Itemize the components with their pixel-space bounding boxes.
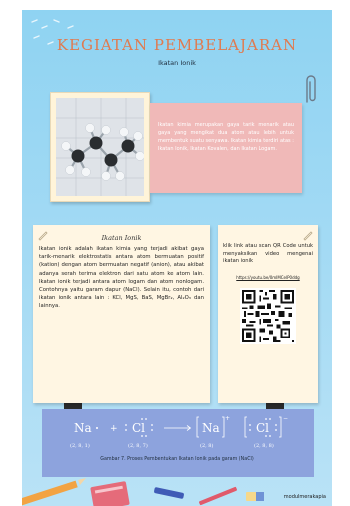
bracket-right-open	[244, 416, 247, 438]
reaction-diagram: Na + Cl Cl Na + − (2, 8, 1) (2, 8, 7) (2…	[42, 409, 314, 477]
video-link[interactable]: https://youtu.be/0mIMCelP0ddg	[236, 274, 300, 280]
video-instruction-text: klik link atau scan QR Code untuk menyak…	[223, 243, 313, 264]
pen-icon	[199, 486, 237, 506]
na-left-symbol: Na	[74, 421, 92, 435]
bracket-right-close	[279, 416, 282, 438]
qr-code-icon[interactable]	[240, 287, 296, 344]
na-right-symbol: Na	[202, 421, 220, 435]
page: KEGIATAN PEMBELAJARAN Ikatan Ionik	[22, 10, 332, 506]
na-charge: +	[225, 415, 230, 422]
plus-sign: +	[110, 424, 118, 434]
ionic-bond-card: Ikatan Ionik Ikatan ionik adalah ikatan …	[33, 225, 210, 403]
marker-icon	[154, 487, 184, 499]
cl-right-symbol: Cl	[256, 421, 269, 435]
photo-card	[50, 92, 150, 202]
figure-caption: Gambar 7. Proses Pembentukan Ikatan Ioni…	[100, 457, 254, 462]
watermark: modulmerakapia	[283, 494, 326, 500]
decorative-dashes	[31, 19, 74, 45]
molecule-model-image	[56, 98, 144, 196]
na-config-left: (2, 8, 1)	[70, 442, 90, 449]
pencil-doodle-icon	[303, 231, 313, 241]
ionic-bond-text: Ikatan ionik adalah ikatan kimia yang te…	[39, 246, 204, 310]
cl-charge: −	[283, 415, 288, 422]
paperclip-icon	[306, 75, 316, 103]
reaction-arrowhead	[186, 425, 192, 431]
bracket-left-open	[196, 416, 199, 438]
page-subtitle: Ikatan Ionik	[158, 59, 196, 67]
notebook-icon	[90, 481, 130, 506]
page-title: KEGIATAN PEMBELAJARAN	[56, 36, 298, 54]
pencil-doodle-icon	[38, 231, 48, 241]
intro-card: Ikatan kimia merupakan gaya tarik menari…	[150, 103, 302, 193]
eraser-icon	[246, 492, 264, 501]
pencil-icon	[22, 478, 86, 506]
cl-config-left: (2, 8, 7)	[128, 442, 148, 449]
intro-text: Ikatan kimia merupakan gaya tarik menari…	[158, 122, 294, 152]
cl-left-symbol: Cl	[132, 421, 145, 435]
na-config-right: (2, 8)	[200, 442, 213, 449]
bracket-left-close	[222, 416, 225, 438]
video-card: klik link atau scan QR Code untuk menyak…	[218, 225, 318, 403]
stationery-decoration	[22, 478, 264, 506]
ionic-bond-heading: Ikatan Ionik	[101, 234, 142, 242]
cl-config-right: (2, 8, 8)	[254, 442, 274, 449]
electron-dots	[96, 418, 277, 437]
